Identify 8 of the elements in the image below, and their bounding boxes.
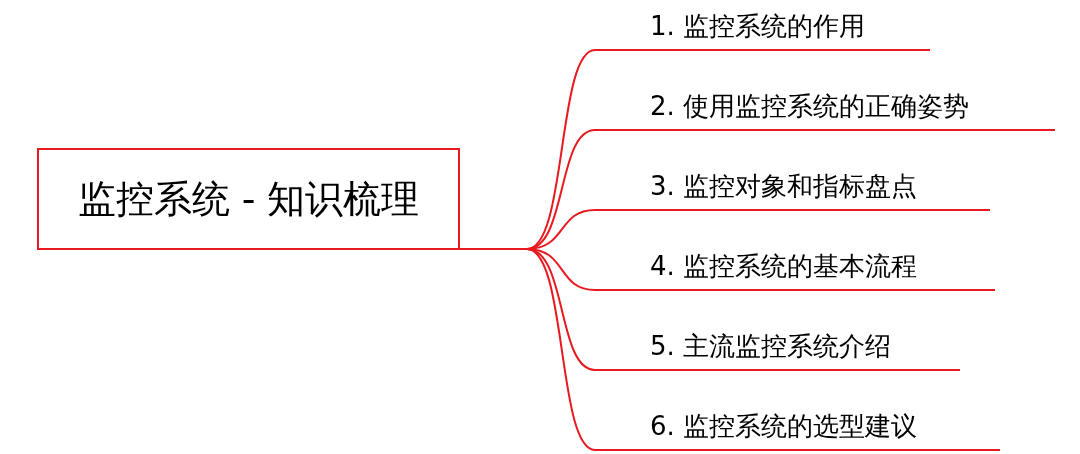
branch-line <box>459 248 596 451</box>
topic-box: 监控系统 - 知识梳理 <box>37 148 460 250</box>
branch-topic: 1. 监控系统的作用 <box>595 4 930 51</box>
branch-topic: 5. 主流监控系统介绍 <box>595 324 960 371</box>
branch-topic: 6. 监控系统的选型建议 <box>595 404 1000 451</box>
branch-topic: 2. 使用监控系统的正确姿势 <box>595 84 1055 131</box>
branch-topic: 4. 监控系统的基本流程 <box>595 244 995 291</box>
branch-topic: 3. 监控对象和指标盘点 <box>595 164 990 211</box>
